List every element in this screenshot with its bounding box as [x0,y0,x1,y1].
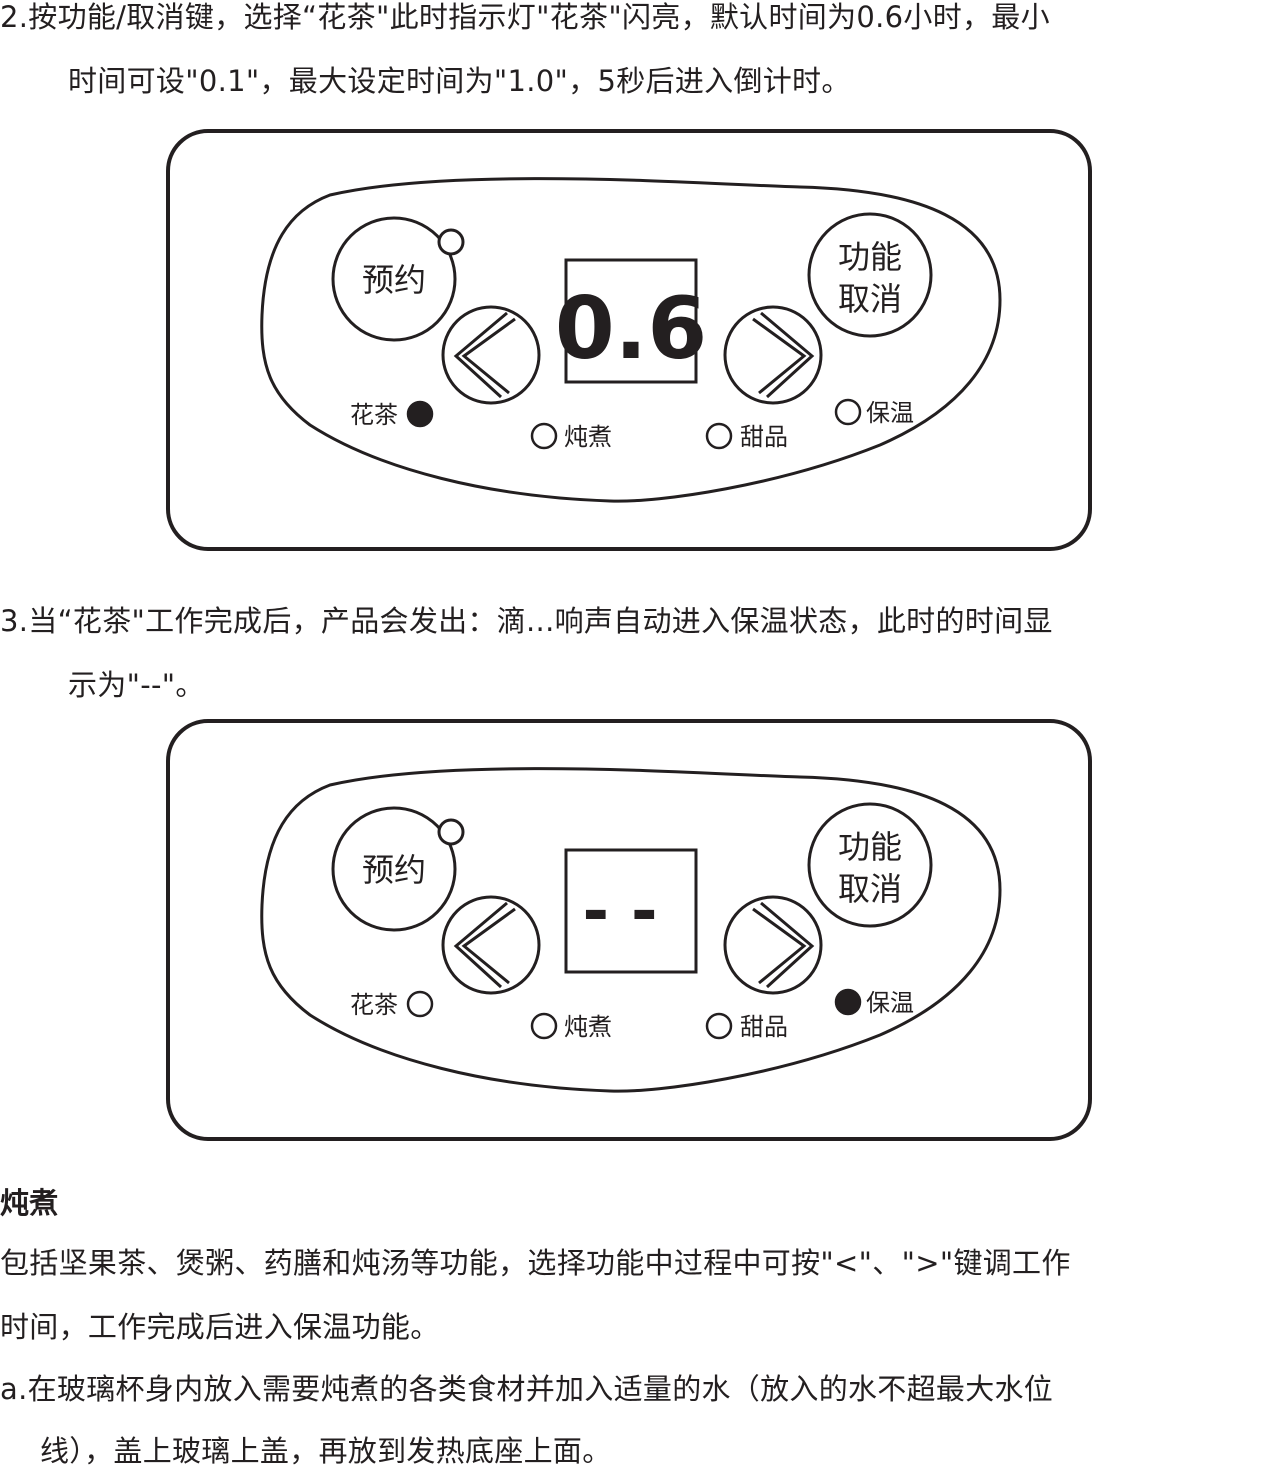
reserve-indicator-light [437,818,465,846]
indicator-label-dessert: 甜品 [740,1013,788,1041]
increase-button[interactable] [723,895,823,995]
control-panel-1: 预约 功能 取消 0.6 花茶 炖煮 甜品 保温 [160,125,1100,555]
indicator-label-keep-warm: 保温 [866,399,914,427]
function-button-label-line1: 功能 [838,828,902,866]
control-panel-2: 预约 功能 取消 -- 花茶 炖煮 甜品 保温 [160,715,1100,1145]
step2-line1: 2.按功能/取消键，选择“花茶"此时指示灯"花茶"闪亮，默认时间为0.6小时，最… [0,0,1050,34]
indicator-light-dessert [705,1012,733,1040]
indicator-label-flower-tea: 花茶 [350,991,398,1019]
reserve-button-label: 预约 [362,261,426,299]
indicator-label-dessert: 甜品 [740,423,788,451]
indicator-light-keep-warm [834,398,862,426]
indicator-label-keep-warm: 保温 [866,989,914,1017]
indicator-light-stew [530,1012,558,1040]
function-button-label-line2: 取消 [838,280,902,318]
reserve-indicator-light [437,228,465,256]
reserve-button[interactable]: 预约 [331,216,457,342]
body-line1: 包括坚果茶、煲粥、药膳和炖汤等功能，选择功能中过程中可按"<"、">"键调工作 [0,1246,1071,1280]
item-a-line2: 线），盖上玻璃上盖，再放到发热底座上面。 [40,1434,612,1468]
decrease-button[interactable] [441,305,541,405]
indicator-light-stew [530,422,558,450]
body-line2: 时间，工作完成后进入保温功能。 [0,1310,440,1344]
function-cancel-button[interactable]: 功能 取消 [807,212,933,338]
indicator-light-flower-tea [406,990,434,1018]
step2-line2: 时间可设"0.1"，最大设定时间为"1.0"，5秒后进入倒计时。 [68,64,851,98]
indicator-light-dessert [705,422,733,450]
chevron-left-icon [453,901,516,989]
indicator-label-stew: 炖煮 [564,423,612,451]
reserve-button-label: 预约 [362,851,426,889]
step3-line2: 示为"--"。 [68,668,205,702]
indicator-label-flower-tea: 花茶 [350,401,398,429]
chevron-right-icon [752,311,815,399]
increase-button[interactable] [723,305,823,405]
function-button-label-line1: 功能 [838,238,902,276]
indicator-label-stew: 炖煮 [564,1013,612,1041]
chevron-left-icon [453,311,516,399]
time-display [564,848,698,974]
time-display-value: -- [582,875,679,949]
function-cancel-button[interactable]: 功能 取消 [807,802,933,928]
time-display-value: 0.6 [555,279,707,379]
item-a-line1: a.在玻璃杯身内放入需要炖煮的各类食材并加入适量的水（放入的水不超最大水位 [0,1372,1054,1406]
step3-line1: 3.当“花茶"工作完成后，产品会发出：滴...响声自动进入保温状态，此时的时间显 [0,604,1053,638]
chevron-right-icon [752,901,815,989]
indicator-light-flower-tea [406,400,434,428]
indicator-light-keep-warm [834,988,862,1016]
decrease-button[interactable] [441,895,541,995]
function-button-label-line2: 取消 [838,870,902,908]
section-title: 炖煮 [0,1186,59,1220]
reserve-button[interactable]: 预约 [331,806,457,932]
time-display [564,258,698,384]
